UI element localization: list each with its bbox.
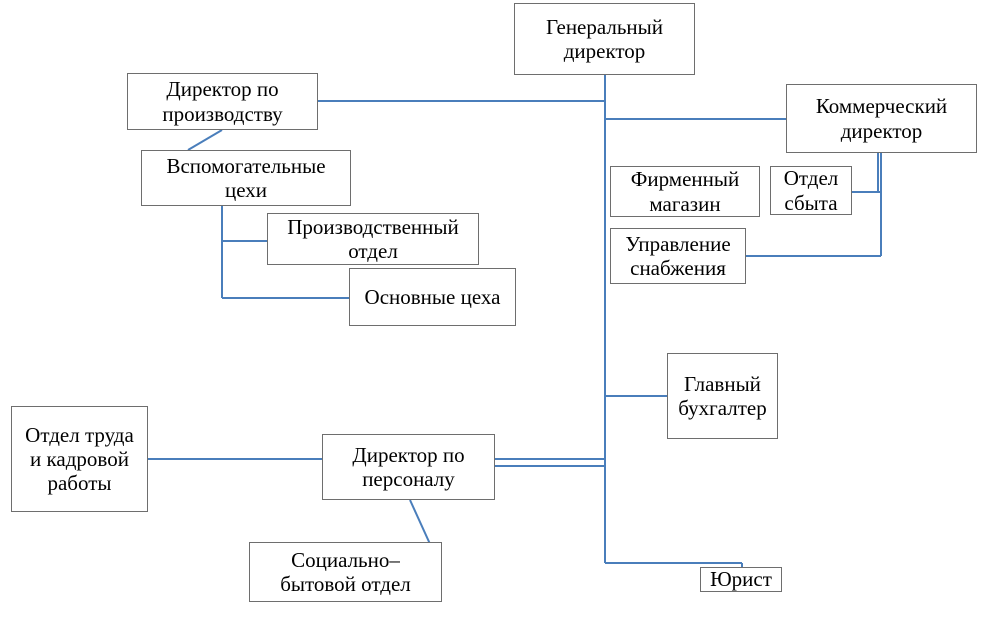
node-social-household-department: Социально– бытовой отдел <box>249 542 442 602</box>
node-brand-store: Фирменный магазин <box>610 166 760 217</box>
node-lawyer: Юрист <box>700 567 782 592</box>
node-general-director: Генеральный директор <box>514 3 695 75</box>
node-supply-management: Управление снабжения <box>610 228 746 284</box>
node-production-department: Производственный отдел <box>267 213 479 265</box>
node-sales-department: Отдел сбыта <box>770 166 852 215</box>
node-main-workshops: Основные цеха <box>349 268 516 326</box>
connector-production-auxiliary <box>187 129 223 151</box>
node-production-director: Директор по производству <box>127 73 318 130</box>
node-auxiliary-workshops: Вспомогательные цехи <box>141 150 351 206</box>
node-personnel-director: Директор по персоналу <box>322 434 495 500</box>
node-commercial-director: Коммерческий директор <box>786 84 977 153</box>
node-labor-personnel-department: Отдел труда и кадровой работы <box>11 406 148 512</box>
node-chief-accountant: Главный бухгалтер <box>667 353 778 439</box>
